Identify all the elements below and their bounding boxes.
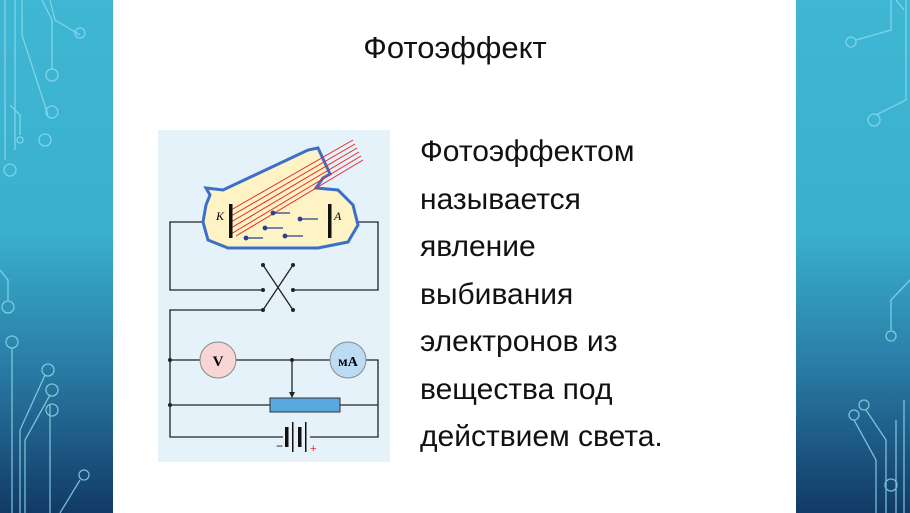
junction-dots: [168, 263, 295, 407]
circuit-pattern-decor: [845, 0, 910, 513]
photocell-bulb: [201, 146, 360, 250]
text-line: действием света.: [420, 420, 663, 453]
anode-plate: [328, 204, 332, 238]
rheostat-resistor: [269, 397, 341, 413]
ammeter-icon: [329, 341, 367, 379]
text-line: называется: [420, 182, 581, 216]
definition-text: Фотоэффектом называется явление выбивани…: [420, 128, 663, 461]
cathode-label: K: [215, 209, 225, 223]
slide-title: Фотоэффект: [363, 30, 547, 65]
text-line: выбивания: [420, 277, 574, 311]
anode-label: A: [333, 209, 342, 223]
left-decor-panel: [0, 0, 113, 513]
right-decor-panel: [796, 0, 910, 513]
light-rays: [230, 139, 364, 237]
wires: [169, 221, 379, 438]
text-line: электронов из: [420, 325, 618, 358]
text-line: Фотоэффектом: [420, 135, 635, 168]
battery-plus: +: [310, 443, 316, 455]
ammeter-label: мА: [338, 355, 359, 370]
photoeffect-circuit-diagram: K A V мА − +: [158, 130, 390, 462]
circuit-svg: K A V мА − +: [168, 139, 379, 455]
electrons: [243, 210, 318, 241]
voltmeter-label: V: [213, 354, 224, 370]
voltmeter-icon: [199, 341, 237, 379]
text-line: явление: [420, 230, 536, 263]
battery-icon: [285, 422, 307, 452]
circuit-pattern-decor: [0, 0, 90, 513]
battery-minus: −: [276, 439, 283, 453]
cathode-plate: [229, 204, 233, 238]
text-line: вещества под: [420, 372, 613, 406]
